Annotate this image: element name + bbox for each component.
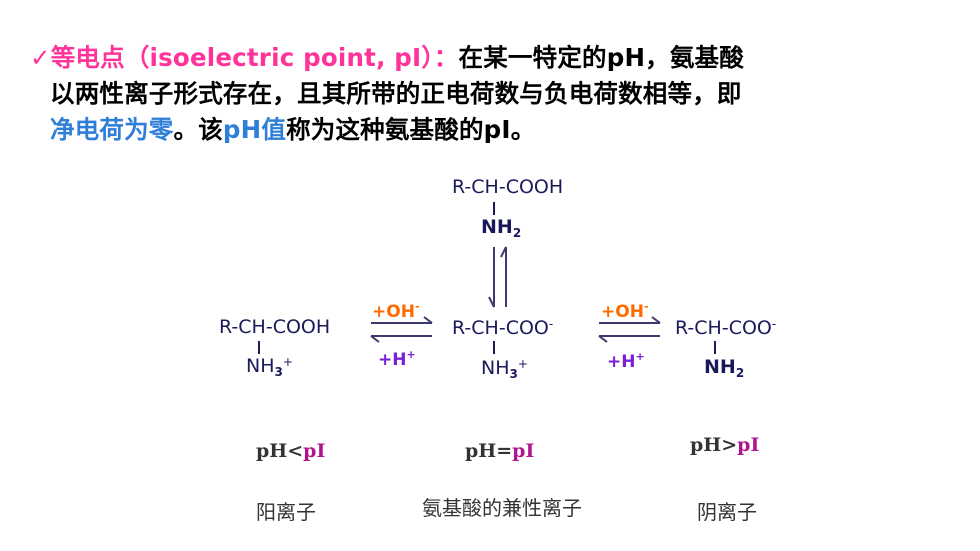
reagent-left-oh-charge: -	[414, 300, 420, 313]
reagent-left-oh-text: +OH	[372, 302, 415, 322]
definition-line-1: ✓等电点（isoelectric point, pI）：在某一特定的pH，氨基酸	[30, 40, 975, 76]
structure-right-amine: NH2	[704, 356, 745, 380]
condition-center-prefix: pH=	[465, 440, 513, 462]
structure-top-amine-subscript: 2	[512, 226, 522, 240]
condition-right-prefix: pH>	[690, 434, 738, 456]
structure-left-main: R-CH-COOH	[219, 316, 331, 338]
ion-label-cation: 阳离子	[256, 500, 316, 524]
ion-label-anion: 阴离子	[697, 500, 757, 524]
definition-line1-rest: 在某一特定的pH，氨基酸	[458, 43, 744, 72]
structure-top-amine-base: NH	[481, 216, 513, 238]
structure-top-main: R-CH-COOH	[452, 176, 564, 198]
condition-right: pH>pI	[690, 434, 759, 456]
condition-right-pi: pI	[737, 434, 760, 456]
reagent-left-h: +H+	[378, 348, 416, 370]
highlight-ph-value: pH值	[222, 115, 287, 144]
reagent-right-oh: +OH-	[601, 300, 649, 322]
structure-left-amine-charge: +	[282, 355, 293, 369]
structure-center-main: R-CH-COO-	[452, 318, 553, 338]
definition-line-2: 以两性离子形式存在，且其所带的正电荷数与负电荷数相等，即	[50, 79, 742, 108]
structure-center-amine-charge: +	[517, 357, 528, 371]
structure-right-main-text: R-CH-COO	[675, 317, 772, 339]
structure-left-amine-subscript: 3	[274, 365, 283, 379]
right-arrow-forward-head	[651, 316, 661, 324]
structure-right-bond	[714, 341, 716, 354]
definition-text: ✓等电点（isoelectric point, pI）：在某一特定的pH，氨基酸…	[30, 40, 975, 148]
condition-left-prefix: pH<	[256, 440, 304, 462]
condition-left-pi: pI	[303, 440, 326, 462]
term-colon: ：	[433, 43, 459, 72]
structure-right-main-charge: -	[771, 317, 777, 331]
structure-top-bond	[493, 202, 495, 215]
structure-right-amine-base: NH	[704, 356, 736, 378]
structure-right-main: R-CH-COO-	[675, 318, 776, 338]
reagent-right-h-text: +H	[607, 352, 636, 372]
reagent-right-h: +H+	[607, 350, 645, 372]
structure-right-amine-subscript: 2	[735, 366, 745, 380]
reagent-right-oh-charge: -	[643, 300, 649, 313]
highlight-net-charge-zero: 净电荷为零	[50, 115, 174, 144]
definition-line3-mid: 。该	[173, 115, 223, 144]
condition-center-pi: pI	[512, 440, 535, 462]
structure-left-amine-base: NH	[246, 355, 275, 377]
left-arrow-forward-head	[423, 316, 433, 324]
ion-label-zwitterion: 氨基酸的兼性离子	[422, 496, 582, 520]
definition-line3-end: 称为这种氨基酸的pI。	[286, 115, 536, 144]
reagent-left-oh: +OH-	[372, 300, 420, 322]
structure-center-amine-base: NH	[481, 357, 510, 379]
reagent-right-h-charge: +	[635, 350, 645, 363]
condition-center: pH=pI	[465, 440, 534, 462]
term-isoelectric-point: 等电点（isoelectric point, pI）	[50, 43, 434, 72]
structure-top-amine: NH2	[481, 216, 522, 240]
structure-center-amine: NH3+	[481, 358, 528, 380]
check-icon: ✓	[30, 43, 51, 72]
vertical-arrow-down-head	[488, 296, 495, 308]
definition-line-3: 净电荷为零。该pH值称为这种氨基酸的pI。	[30, 112, 975, 148]
structure-center-main-text: R-CH-COO	[452, 317, 549, 339]
right-arrow-back-head	[598, 335, 608, 343]
structure-center-main-charge: -	[548, 317, 554, 331]
structure-center-amine-subscript: 3	[509, 367, 518, 381]
reagent-right-oh-text: +OH	[601, 302, 644, 322]
reagent-left-h-text: +H	[378, 350, 407, 370]
structure-center-bond	[493, 341, 495, 354]
structure-left-bond	[258, 341, 260, 354]
structure-left-amine: NH3+	[246, 356, 293, 378]
vertical-arrow-up-head	[500, 246, 507, 258]
reagent-left-h-charge: +	[406, 348, 416, 361]
condition-left: pH<pI	[256, 440, 325, 462]
left-arrow-back-head	[370, 335, 380, 343]
